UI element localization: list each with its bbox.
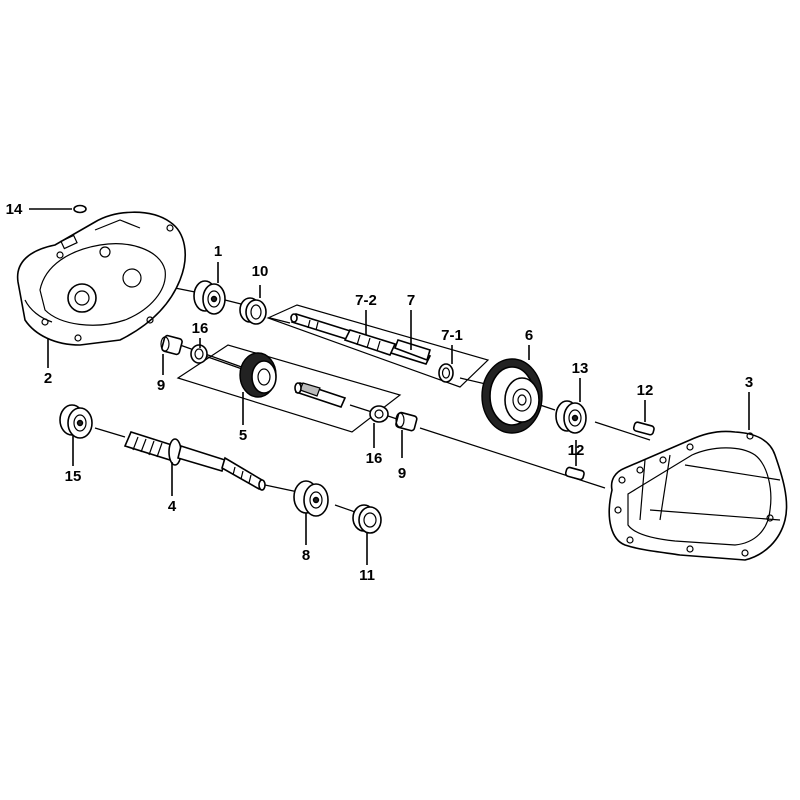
shaft-7-group-box: [266, 304, 490, 388]
callout-7-1: 7-1: [441, 327, 463, 344]
circlip-part-7-1: [438, 363, 454, 383]
callout-3: 3: [745, 374, 753, 391]
callout-16-right: 16: [366, 450, 383, 467]
leader-lines: [29, 208, 750, 565]
callout-10: 10: [252, 263, 269, 280]
callout-1: 1: [214, 243, 222, 260]
dowel-pin-part-12-upper: [632, 421, 655, 436]
washer-part-16-right: [369, 405, 389, 423]
callout-labels: 1 10 7-2 7 7-1 6 13 12 3 12 14 2 16 9 5 …: [6, 201, 754, 584]
callout-7-2: 7-2: [355, 292, 377, 309]
bushing-part-9-right: [395, 411, 418, 432]
bearing-part-13: [555, 400, 587, 434]
callout-14: 14: [6, 201, 23, 218]
callout-7: 7: [407, 292, 415, 309]
bearing-part-8: [293, 480, 329, 517]
gasket-part-3: [608, 430, 788, 561]
callout-13: 13: [572, 360, 589, 377]
callout-2: 2: [44, 370, 52, 387]
gear-part-6: [481, 358, 543, 434]
bearing-part-1: [193, 280, 226, 315]
bushing-part-9-left: [160, 334, 183, 356]
callout-4: 4: [168, 498, 177, 515]
gear-5-group-box: [176, 344, 402, 433]
washer-part-16-left: [190, 344, 208, 364]
callout-12-upper: 12: [637, 382, 654, 399]
callout-9-left: 9: [157, 377, 165, 394]
callout-5: 5: [239, 427, 247, 444]
callout-15: 15: [65, 468, 82, 485]
o-ring-part-14: [73, 204, 87, 214]
callout-6: 6: [525, 327, 533, 344]
crankcase-cover-part-2: [16, 211, 186, 346]
dowel-pin-part-12-lower: [564, 466, 585, 481]
callout-11: 11: [359, 567, 375, 584]
bearing-part-15: [59, 404, 93, 439]
seal-part-11: [352, 504, 382, 534]
callout-8: 8: [302, 547, 310, 564]
callout-12-lower: 12: [568, 442, 585, 459]
callout-9-right: 9: [398, 465, 406, 482]
oil-seal-part-10: [239, 297, 267, 325]
shaft-part-4: [123, 431, 266, 491]
shaft-part-7: [290, 313, 432, 365]
callout-16-left: 16: [192, 320, 209, 337]
gear-part-5: [239, 352, 347, 408]
